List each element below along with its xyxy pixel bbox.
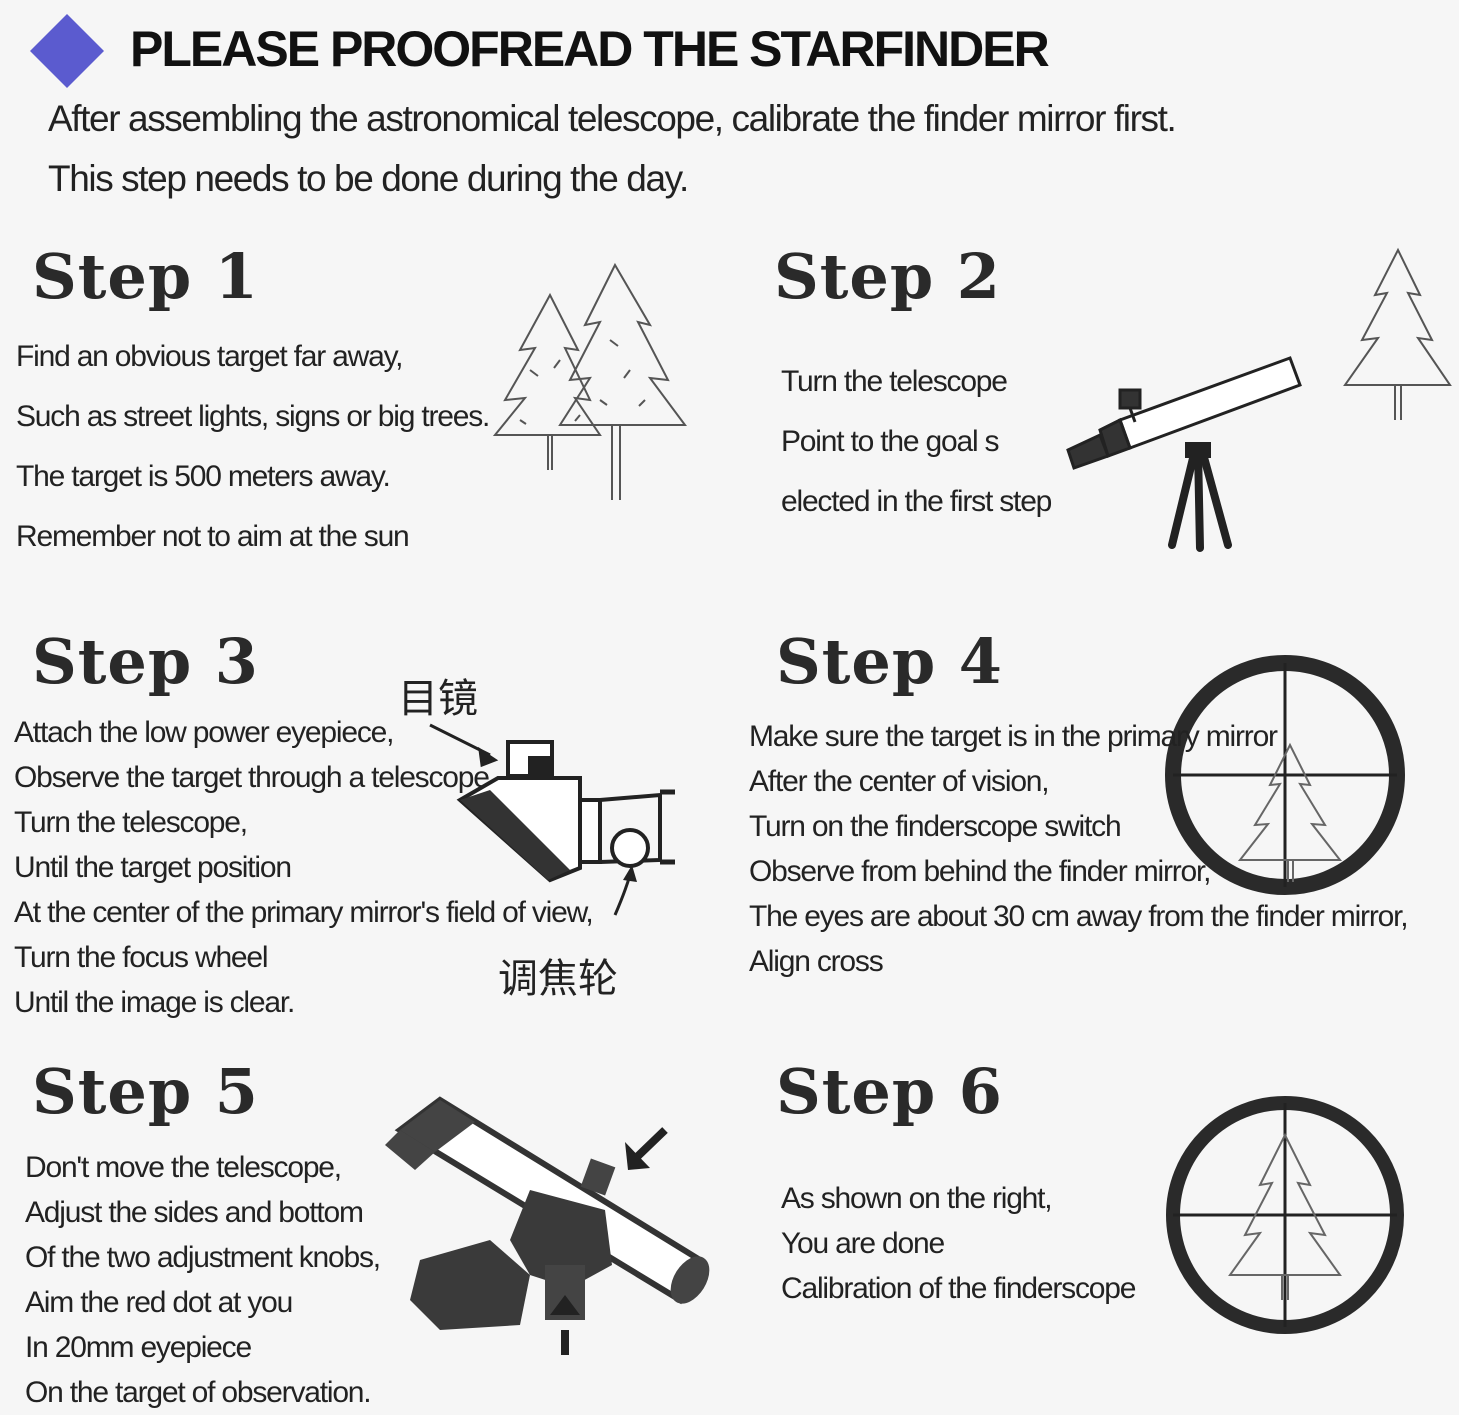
step-4-heading: Step 4	[776, 625, 1003, 698]
step-1-line: Find an obvious target far away,	[16, 340, 403, 373]
step-1-line: The target is 500 meters away.	[16, 460, 391, 493]
step-2-heading: Step 2	[774, 240, 1001, 313]
pine-tree-icon	[1343, 247, 1452, 420]
finderscope-knobs-icon	[385, 1096, 710, 1355]
step-5-text: Don't move the telescope, Adjust the sid…	[25, 1145, 381, 1415]
step-6-line: As shown on the right,	[781, 1182, 1053, 1215]
eyepiece-diagram-icon	[429, 723, 675, 916]
step-2-line: Point to the goal s	[781, 425, 1000, 458]
step-4-line: Turn on the finderscope switch	[749, 810, 1122, 843]
step-3-line: Turn the focus wheel	[14, 941, 269, 974]
step-3-heading: Step 3	[32, 625, 259, 698]
step-3-line: At the center of the primary mirror's fi…	[14, 896, 594, 929]
step-5-line: Don't move the telescope,	[25, 1151, 342, 1184]
step-4-line: Align cross	[749, 945, 884, 978]
page-title: PLEASE PROOFREAD THE STARFINDER	[130, 21, 1050, 77]
step-4-line: The eyes are about 30 cm away from the f…	[749, 900, 1409, 933]
step-1-text: Find an obvious target far away, Such as…	[16, 327, 490, 567]
step-6-heading: Step 6	[776, 1055, 1003, 1128]
step-4-line: Observe from behind the finder mirror,	[749, 855, 1211, 888]
step-3-text: Attach the low power eyepiece, Observe t…	[14, 710, 594, 1025]
crosshair-offset-icon	[1165, 655, 1405, 895]
step-6-line: You are done	[781, 1227, 945, 1260]
step-5-line: Adjust the sides and bottom	[25, 1196, 364, 1229]
step-5-line: Of the two adjustment knobs,	[25, 1241, 381, 1274]
step-3-line: Until the image is clear.	[14, 986, 295, 1019]
step-5-line: In 20mm eyepiece	[25, 1331, 252, 1364]
step-3-line: Observe the target through a telescope	[14, 761, 490, 794]
step-4-line: After the center of vision,	[749, 765, 1050, 798]
focus-wheel-label: 调焦轮	[498, 956, 618, 1002]
pine-trees-icon	[492, 262, 687, 500]
crosshair-centered-icon	[1166, 1096, 1404, 1334]
step-1-line: Remember not to aim at the sun	[16, 520, 410, 553]
step-3-line: Turn the telescope,	[14, 806, 248, 839]
step-1-line: Such as street lights, signs or big tree…	[16, 400, 490, 433]
step-5-line: Aim the red dot at you	[25, 1286, 293, 1319]
telescope-on-tripod-icon	[1066, 356, 1302, 552]
step-2-text: Turn the telescope Point to the goal s e…	[781, 352, 1052, 532]
step-2-line: Turn the telescope	[781, 365, 1008, 398]
step-6-line: Calibration of the finderscope	[781, 1272, 1136, 1305]
intro-line-1: After assembling the astronomical telesc…	[48, 98, 1177, 139]
step-3-line: Attach the low power eyepiece,	[14, 716, 394, 749]
step-2-line: elected in the first step	[781, 485, 1052, 518]
step-6-text: As shown on the right, You are done Cali…	[781, 1176, 1136, 1311]
intro-line-2: This step needs to be done during the da…	[48, 158, 689, 199]
step-4-text: Make sure the target is in the primary m…	[749, 714, 1409, 984]
diamond-bullet-icon	[30, 14, 104, 88]
step-3-line: Until the target position	[14, 851, 292, 884]
step-5-line: On the target of observation.	[25, 1376, 372, 1409]
eyepiece-label: 目镜	[398, 676, 478, 722]
step-5-heading: Step 5	[32, 1055, 259, 1128]
step-4-line: Make sure the target is in the primary m…	[749, 720, 1278, 753]
step-1-heading: Step 1	[32, 240, 259, 313]
